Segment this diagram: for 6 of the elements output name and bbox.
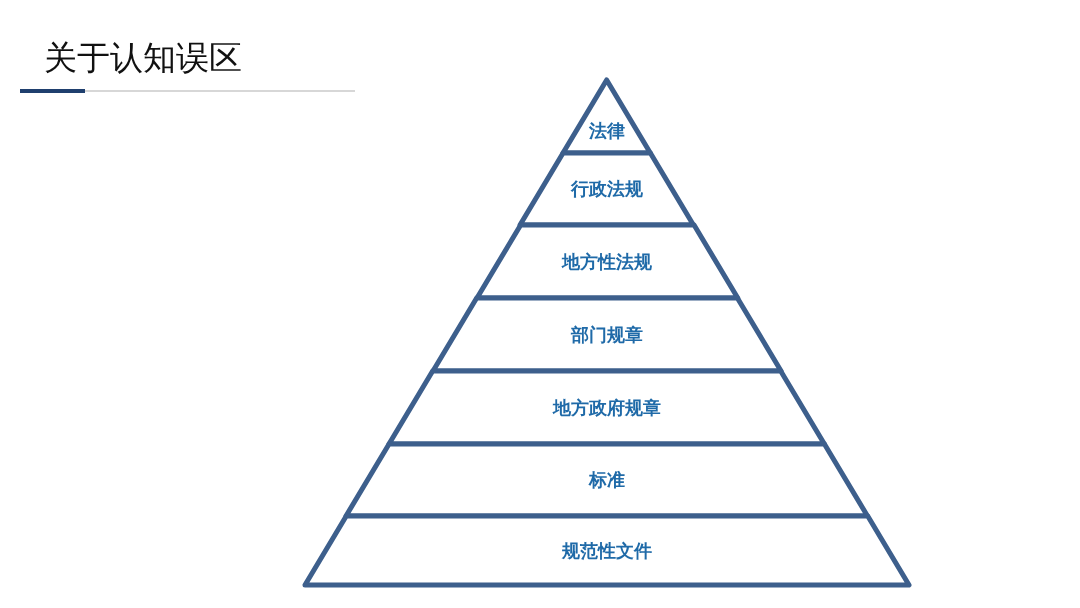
pyramid-band: 标准 <box>346 444 868 516</box>
slide-title: 关于认知误区 <box>44 38 242 78</box>
pyramid-band: 规范性文件 <box>305 516 909 585</box>
pyramid-band: 地方性法规 <box>476 225 738 298</box>
pyramid-band: 部门规章 <box>432 298 781 371</box>
pyramid-band: 地方政府规章 <box>389 371 825 444</box>
